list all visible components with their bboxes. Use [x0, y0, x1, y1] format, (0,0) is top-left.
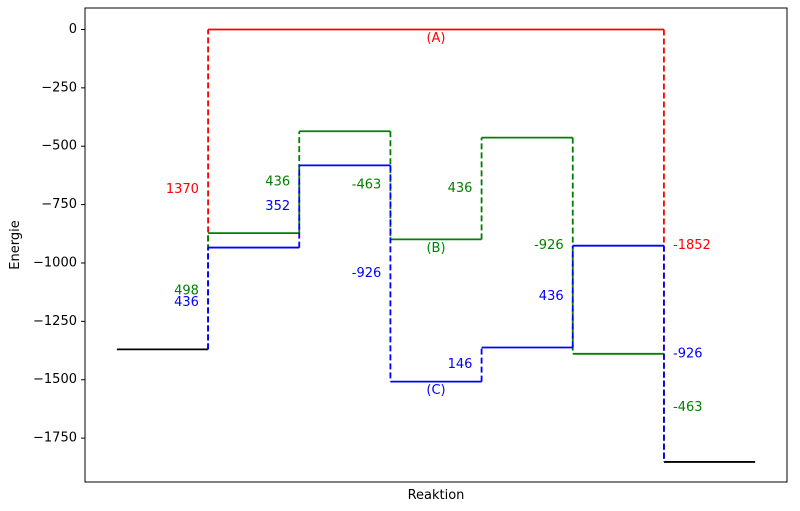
x-axis-label: Reaktion [408, 488, 465, 503]
y-tick-label: −250 [41, 80, 77, 95]
annotation-label: (A) [426, 31, 445, 46]
annotation-label: -926 [352, 266, 382, 281]
y-tick-label: −1000 [33, 255, 77, 270]
annotation-label: 146 [448, 357, 473, 372]
y-axis-label: Energie [8, 220, 23, 269]
chart-annotations: (A)1370-1852498436436352-463(B)-926(C)14… [166, 31, 711, 415]
annotation-label: 436 [539, 289, 564, 304]
annotation-label: -926 [673, 346, 703, 361]
annotation-label: -1852 [673, 238, 711, 253]
annotation-label: 436 [448, 181, 473, 196]
chart-marks [116, 28, 756, 463]
annotation-label: 352 [265, 199, 290, 214]
annotation-label: -926 [534, 238, 564, 253]
axes-frame [84, 7, 788, 483]
annotation-label: -463 [673, 400, 703, 415]
y-axis-ticks: 0 −250 −500 −750 −1000 −1250 −1500 −1750 [33, 22, 85, 446]
annotation-label: 436 [174, 295, 199, 310]
y-tick-label: −1750 [33, 431, 77, 446]
annotation-label: (B) [426, 241, 445, 256]
annotation-label: 436 [265, 174, 290, 189]
y-tick-label: −750 [41, 197, 77, 212]
annotation-label: (C) [426, 383, 445, 398]
y-tick-label: 0 [69, 22, 77, 37]
annotation-label: -463 [352, 178, 382, 193]
y-tick-label: −500 [41, 139, 77, 154]
annotation-label: 1370 [166, 182, 199, 197]
annotation-label: 498 [174, 284, 199, 299]
y-tick-label: −1250 [33, 314, 77, 329]
y-tick-label: −1500 [33, 372, 77, 387]
